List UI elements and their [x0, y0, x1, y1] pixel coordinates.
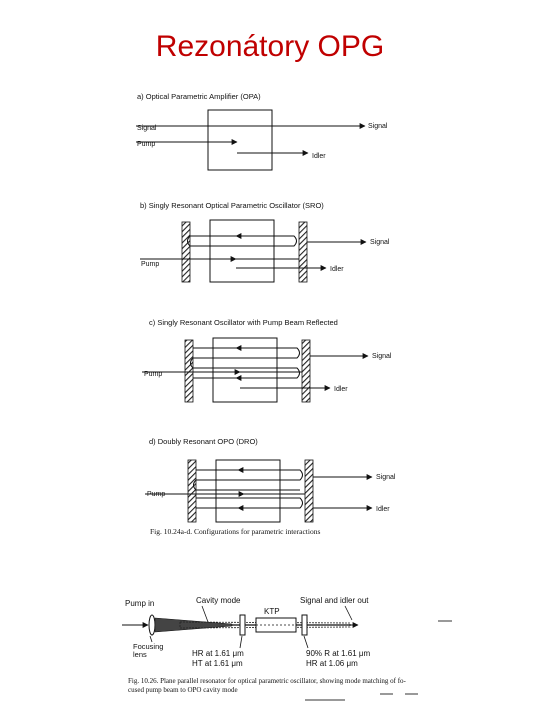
cavity-mode-beam: [179, 621, 351, 629]
signal-idler-leader: [344, 605, 353, 621]
panel-b-sro: b) Singly Resonant Optical Parametric Os…: [140, 201, 390, 283]
bottom-caption-1: Fig. 10.26. Plane parallel resonator for…: [128, 677, 407, 685]
panel-a-idler-label: Idler: [312, 153, 326, 160]
right-cavity-mirror: [301, 614, 308, 636]
panel-d-signal-loop: [193, 469, 303, 491]
left-mirror-spec-2: HT at 1.61 μm: [192, 659, 243, 668]
panel-c-signal-label: Signal: [372, 353, 392, 360]
panel-b-signal-loop: [187, 235, 297, 247]
panel-d-heading: d) Doubly Resonant OPO (DRO): [149, 437, 258, 446]
panel-c-sro-reflected: c) Singly Resonant Oscillator with Pump …: [142, 318, 392, 403]
panel-b-heading: b) Singly Resonant Optical Parametric Os…: [140, 201, 324, 210]
panel-a-signal-in-label: Signal: [137, 125, 157, 132]
panel-c-heading: c) Singly Resonant Oscillator with Pump …: [149, 318, 338, 327]
panel-c-crystal: [212, 337, 278, 403]
panel-c-right-mirror: [301, 339, 311, 403]
focusing-lens-label-1: Focusing: [133, 642, 163, 651]
panel-c-idler-label: Idler: [334, 386, 348, 393]
panel-d-dro: d) Doubly Resonant OPO (DRO) Signal Pump…: [145, 437, 396, 523]
panel-d-idler-loop: [196, 497, 303, 509]
right-mirror-spec-1: 90% R at 1.61 μm: [306, 649, 371, 658]
pump-in-label: Pump in: [125, 599, 154, 608]
left-mirror-spec-1: HR at 1.61 μm: [192, 649, 244, 658]
panel-a-pump-label: Pump: [137, 141, 155, 148]
panel-d-left-mirror: [187, 459, 197, 523]
panel-c-signal-loop: [190, 347, 300, 379]
panel-a-heading: a) Optical Parametric Amplifier (OPA): [137, 92, 261, 101]
panel-c-pump-label: Pump: [144, 371, 162, 378]
focused-pump-beam: [154, 617, 233, 633]
cavity-mode-leader: [201, 605, 209, 623]
panel-c-left-mirror: [184, 339, 194, 403]
panel-d-crystal: [215, 459, 281, 523]
panel-a-signal-out-label: Signal: [368, 123, 388, 130]
bottom-caption-2: cused pump beam to OPO cavity mode: [128, 686, 238, 694]
panel-a-opa: a) Optical Parametric Amplifier (OPA) Si…: [136, 92, 388, 171]
right-mirror-leader: [303, 635, 309, 649]
focusing-lens-leader: [149, 635, 153, 643]
opa-crystal: [207, 109, 273, 171]
right-mirror-spec-2: HR at 1.06 μm: [306, 659, 358, 668]
panel-d-right-mirror: [304, 459, 314, 523]
focusing-lens-label-2: lens: [133, 650, 147, 659]
left-cavity-mirror: [239, 614, 246, 636]
panel-b-left-mirror: [181, 221, 191, 283]
left-mirror-leader: [239, 635, 243, 649]
crystal-label: KTP: [264, 607, 280, 616]
figure-caption-1: Fig. 10.24a-d. Configurations for parame…: [150, 527, 320, 536]
focusing-lens: [148, 614, 156, 636]
panel-d-signal-label: Signal: [376, 474, 396, 481]
plane-parallel-resonator: Pump in Cavity mode Signal and idler out…: [122, 596, 452, 701]
panel-b-idler-label: Idler: [330, 266, 344, 273]
panel-b-crystal: [209, 219, 275, 283]
signal-idler-out-label: Signal and idler out: [300, 596, 369, 605]
slide-title: Rezonátory OPG: [155, 30, 385, 63]
panel-b-signal-label: Signal: [370, 239, 390, 246]
panel-b-pump-label: Pump: [141, 261, 159, 268]
panel-d-idler-label: Idler: [376, 506, 390, 513]
cavity-mode-label: Cavity mode: [196, 596, 241, 605]
panel-b-right-mirror: [298, 221, 308, 283]
